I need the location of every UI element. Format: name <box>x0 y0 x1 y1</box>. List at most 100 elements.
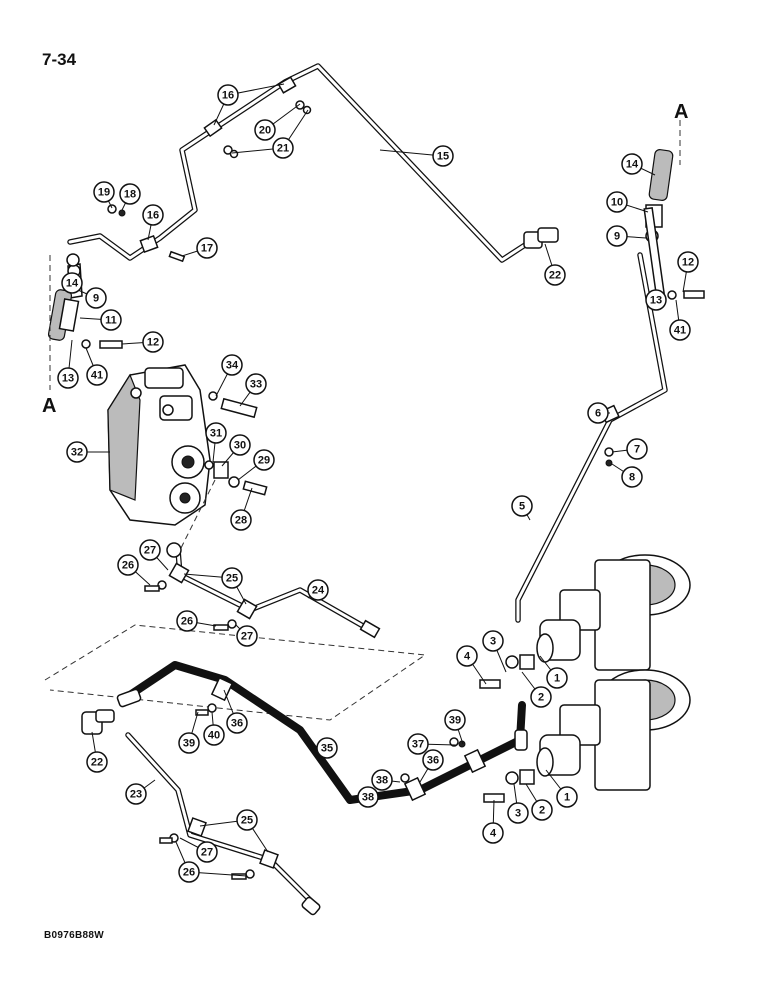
callout-40: 40 <box>203 724 225 746</box>
callout-number: 28 <box>235 515 247 527</box>
callout-number: 40 <box>208 730 220 742</box>
brake-line-15 <box>67 63 528 263</box>
callout-17: 17 <box>196 237 218 259</box>
callout-number: 6 <box>595 408 601 420</box>
callout-16: 16 <box>142 204 164 226</box>
hydraulic-pump-32 <box>107 364 268 551</box>
callout-19: 19 <box>93 181 115 203</box>
callout-number: 12 <box>682 257 694 269</box>
callout-26: 26 <box>178 861 200 883</box>
callout-15: 15 <box>432 145 454 167</box>
callout-20: 20 <box>254 119 276 141</box>
callout-number: 9 <box>93 293 99 305</box>
elbow-fitting-22-top <box>523 227 559 249</box>
callout-number: 29 <box>258 455 270 467</box>
callout-2: 2 <box>531 799 553 821</box>
callout-number: 16 <box>222 90 234 102</box>
callout-5: 5 <box>511 495 533 517</box>
callout-36: 36 <box>422 749 444 771</box>
callout-3: 3 <box>507 802 529 824</box>
callout-number: 1 <box>554 673 560 685</box>
callout-36: 36 <box>226 712 248 734</box>
callout-18: 18 <box>119 183 141 205</box>
callout-26: 26 <box>117 554 139 576</box>
callout-number: 21 <box>277 143 289 155</box>
callout-number: 20 <box>259 125 271 137</box>
section-mark-left: A <box>42 395 56 417</box>
callout-number: 24 <box>312 585 325 597</box>
callout-number: 41 <box>91 370 103 382</box>
callout-number: 7 <box>634 444 640 456</box>
callout-number: 4 <box>464 651 471 663</box>
callout-number: 16 <box>147 210 159 222</box>
callout-16: 16 <box>217 84 239 106</box>
callout-number: 11 <box>105 315 117 327</box>
callout-number: 8 <box>629 472 635 484</box>
callout-39: 39 <box>178 732 200 754</box>
callout-number: 22 <box>91 757 103 769</box>
callout-number: 34 <box>226 360 239 372</box>
callout-number: 23 <box>130 789 142 801</box>
callout-number: 38 <box>362 792 374 804</box>
callout-number: 39 <box>449 715 461 727</box>
callout-25: 25 <box>221 567 243 589</box>
callout-number: 31 <box>210 428 222 440</box>
callout-6: 6 <box>587 402 609 424</box>
callout-9: 9 <box>85 287 107 309</box>
callout-number: 36 <box>427 755 439 767</box>
callout-number: 38 <box>376 775 388 787</box>
callout-2: 2 <box>530 686 552 708</box>
callout-number: 17 <box>201 243 213 255</box>
callout-number: 10 <box>611 197 623 209</box>
callout-27: 27 <box>236 625 258 647</box>
callout-number: 39 <box>183 738 195 750</box>
callout-11: 11 <box>100 309 122 331</box>
hardware-20-21 <box>107 100 312 263</box>
elbow-fitting-22-bottom <box>81 709 115 735</box>
callout-12: 12 <box>142 331 164 353</box>
callout-number: 18 <box>124 189 136 201</box>
callout-number: 27 <box>241 631 253 643</box>
callout-25: 25 <box>236 809 258 831</box>
callout-number: 12 <box>147 337 159 349</box>
callout-number: 13 <box>650 295 662 307</box>
callout-number: 33 <box>250 379 262 391</box>
callout-number: 1 <box>564 792 570 804</box>
callout-number: 37 <box>412 739 424 751</box>
callout-10: 10 <box>606 191 628 213</box>
callout-13: 13 <box>645 289 667 311</box>
callout-9: 9 <box>606 225 628 247</box>
callout-number: 32 <box>71 447 83 459</box>
callout-number: 14 <box>626 159 639 171</box>
callout-8: 8 <box>621 466 643 488</box>
callout-number: 26 <box>122 560 134 572</box>
callout-39: 39 <box>444 709 466 731</box>
master-cylinder-lower <box>483 669 691 803</box>
callout-24: 24 <box>307 579 329 601</box>
right-bulkhead-assembly <box>643 120 705 300</box>
callout-number: 14 <box>66 278 79 290</box>
callout-22: 22 <box>544 264 566 286</box>
callout-35: 35 <box>316 737 338 759</box>
callout-number: 19 <box>98 187 110 199</box>
callout-4: 4 <box>482 822 504 844</box>
callout-number: 3 <box>490 636 496 648</box>
callout-27: 27 <box>139 539 161 561</box>
callout-number: 35 <box>321 743 333 755</box>
tube-clamps-16 <box>139 76 297 253</box>
callout-number: 26 <box>181 616 193 628</box>
callout-number: 2 <box>539 805 545 817</box>
callout-34: 34 <box>221 354 243 376</box>
callout-21: 21 <box>272 137 294 159</box>
brake-line-24 <box>144 542 381 639</box>
callout-number: 41 <box>674 325 686 337</box>
callout-31: 31 <box>205 422 227 444</box>
figure-code: B0976B88W <box>44 930 104 941</box>
callout-12: 12 <box>677 251 699 273</box>
dashed-outline-hose <box>44 624 427 721</box>
callout-7: 7 <box>626 438 648 460</box>
callout-number: 25 <box>241 815 253 827</box>
callout-number: 26 <box>183 867 195 879</box>
callout-number: 36 <box>231 718 243 730</box>
